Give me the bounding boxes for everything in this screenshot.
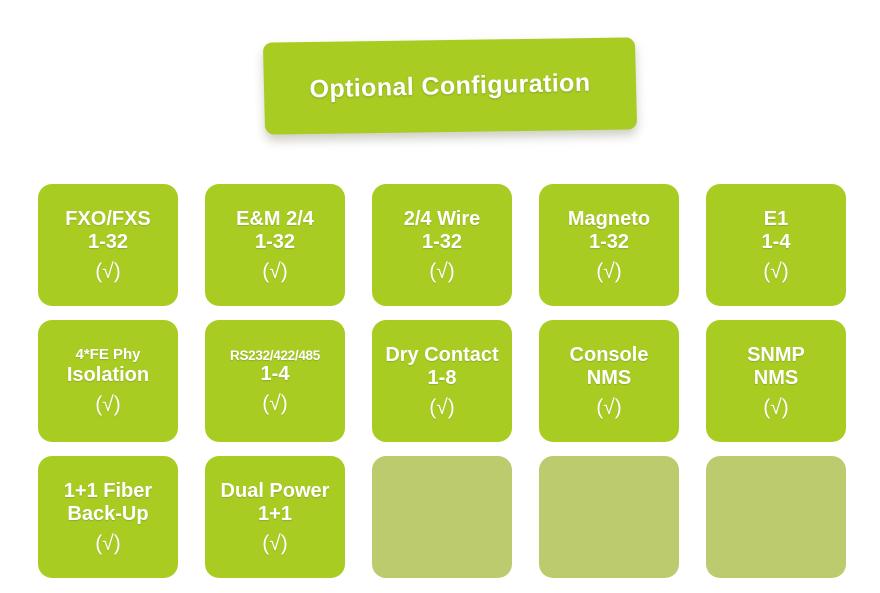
option-label-secondary: Isolation [66,364,150,387]
option-label-secondary: NMS [753,367,799,389]
option-label-primary: E&M 2/4 [236,208,314,231]
option-label-secondary: 1-32 [87,231,129,253]
check-mark-icon: (√) [763,395,789,419]
option-label-primary: E1 [763,208,789,231]
option-label-primary: Console [569,344,649,367]
option-label-primary: RS232/422/485 [230,348,320,364]
option-label-primary: Magneto [567,208,651,231]
check-mark-icon: (√) [262,531,288,555]
option-label-secondary: 1+1 [258,503,292,525]
option-label-secondary: 1-32 [254,231,296,253]
check-mark-icon: (√) [262,391,288,415]
check-mark-icon: (√) [429,395,455,419]
option-label-secondary: 1-4 [761,231,791,253]
option-label-primary: SNMP [747,344,805,367]
option-label-primary: Dual Power [220,480,330,503]
option-box-empty [706,456,846,578]
option-label-secondary: 1-32 [588,231,630,253]
check-mark-icon: (√) [95,531,121,555]
check-mark-icon: (√) [596,259,622,283]
option-label-secondary: 1-32 [421,231,463,253]
option-label-primary: FXO/FXS [65,208,151,231]
option-label-secondary: 1-4 [260,363,290,386]
option-label-primary: 1+1 Fiber [63,480,153,503]
option-box-empty [372,456,512,578]
check-mark-icon: (√) [429,259,455,283]
banner-title: Optional Configuration [309,68,591,103]
option-label-primary: 4*FE Phy [75,346,141,364]
option-label-primary: Dry Contact [385,344,499,367]
option-label-secondary: Back-Up [67,503,149,525]
option-label-secondary: NMS [586,367,632,389]
check-mark-icon: (√) [262,259,288,283]
option-label-primary: 2/4 Wire [403,208,481,231]
check-mark-icon: (√) [95,259,121,283]
check-mark-icon: (√) [596,395,622,419]
option-label-secondary: 1-8 [427,367,457,389]
option-box-empty [539,456,679,578]
check-mark-icon: (√) [95,392,121,416]
optional-configuration-banner: Optional Configuration [262,37,638,136]
check-mark-icon: (√) [763,259,789,283]
